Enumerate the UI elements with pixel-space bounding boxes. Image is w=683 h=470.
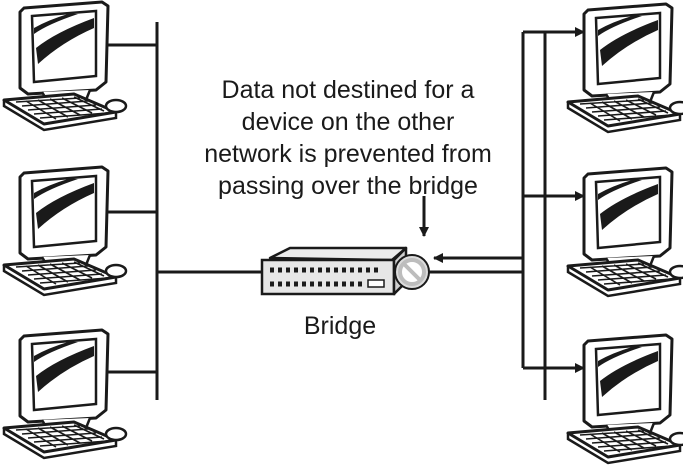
annotation-line: device on the other — [241, 108, 455, 136]
computer-icon — [2, 328, 128, 460]
right-network — [419, 2, 683, 465]
bridge-icon — [260, 246, 408, 296]
computer-icon — [2, 165, 128, 297]
computer-icon — [566, 2, 683, 134]
left-network — [2, 0, 159, 460]
annotation-text: Data not destined for a device on the ot… — [178, 74, 518, 202]
annotation-line: Data not destined for a — [221, 76, 475, 104]
computer-icon — [566, 166, 683, 298]
blocked-icon — [394, 254, 430, 290]
computer-icon — [566, 333, 683, 465]
bridge-label: Bridge — [303, 312, 377, 340]
annotation-line: network is prevented from — [204, 140, 492, 168]
computer-icon — [2, 0, 128, 132]
annotation-line: passing over the bridge — [218, 172, 478, 200]
